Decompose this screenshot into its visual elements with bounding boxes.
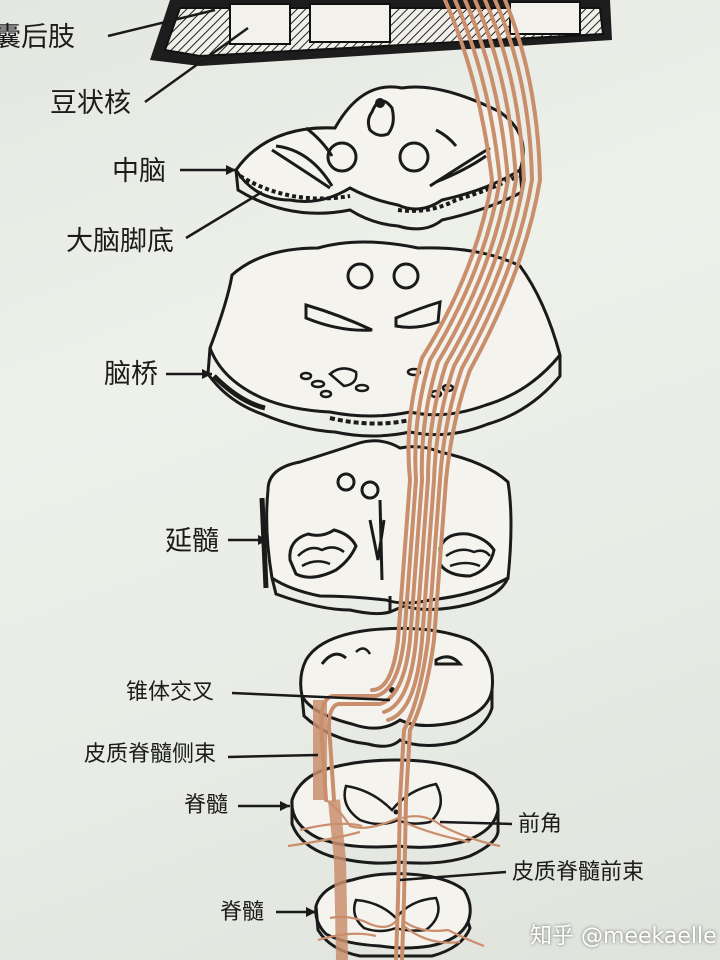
label-cerebral-peduncle-base: 大脑脚底 <box>66 226 174 257</box>
midbrain-section <box>234 85 525 231</box>
label-anterior-horn: 前角 <box>518 812 563 837</box>
label-spinal-cord-2: 脊髓 <box>220 900 265 925</box>
label-medulla: 延髓 <box>165 526 219 557</box>
leader-arrowheads <box>202 165 316 917</box>
pons-section <box>206 240 562 438</box>
watermark: 知乎 @meekaelle <box>530 924 717 949</box>
medulla-section <box>259 439 513 616</box>
label-lentiform-nucleus: 豆状核 <box>50 88 131 119</box>
label-anterior-corticospinal-tract: 皮质脊髓前束 <box>512 860 645 885</box>
label-pyramidal-decussation: 锥体交叉 <box>126 680 215 705</box>
label-lateral-corticospinal-tract: 皮质脊髓侧束 <box>84 742 217 767</box>
anterior-horn-branches <box>287 799 501 948</box>
leader-lines <box>107 8 513 914</box>
corticospinal-tract-fibers <box>313 0 543 960</box>
label-pons: 脑桥 <box>104 359 158 390</box>
label-midbrain: 中脑 <box>112 156 166 187</box>
label-internal-capsule-posterior-limb: 囊后肢 <box>0 22 75 53</box>
internal-capsule-block <box>150 0 612 66</box>
label-spinal-cord-1: 脊髓 <box>184 793 229 818</box>
